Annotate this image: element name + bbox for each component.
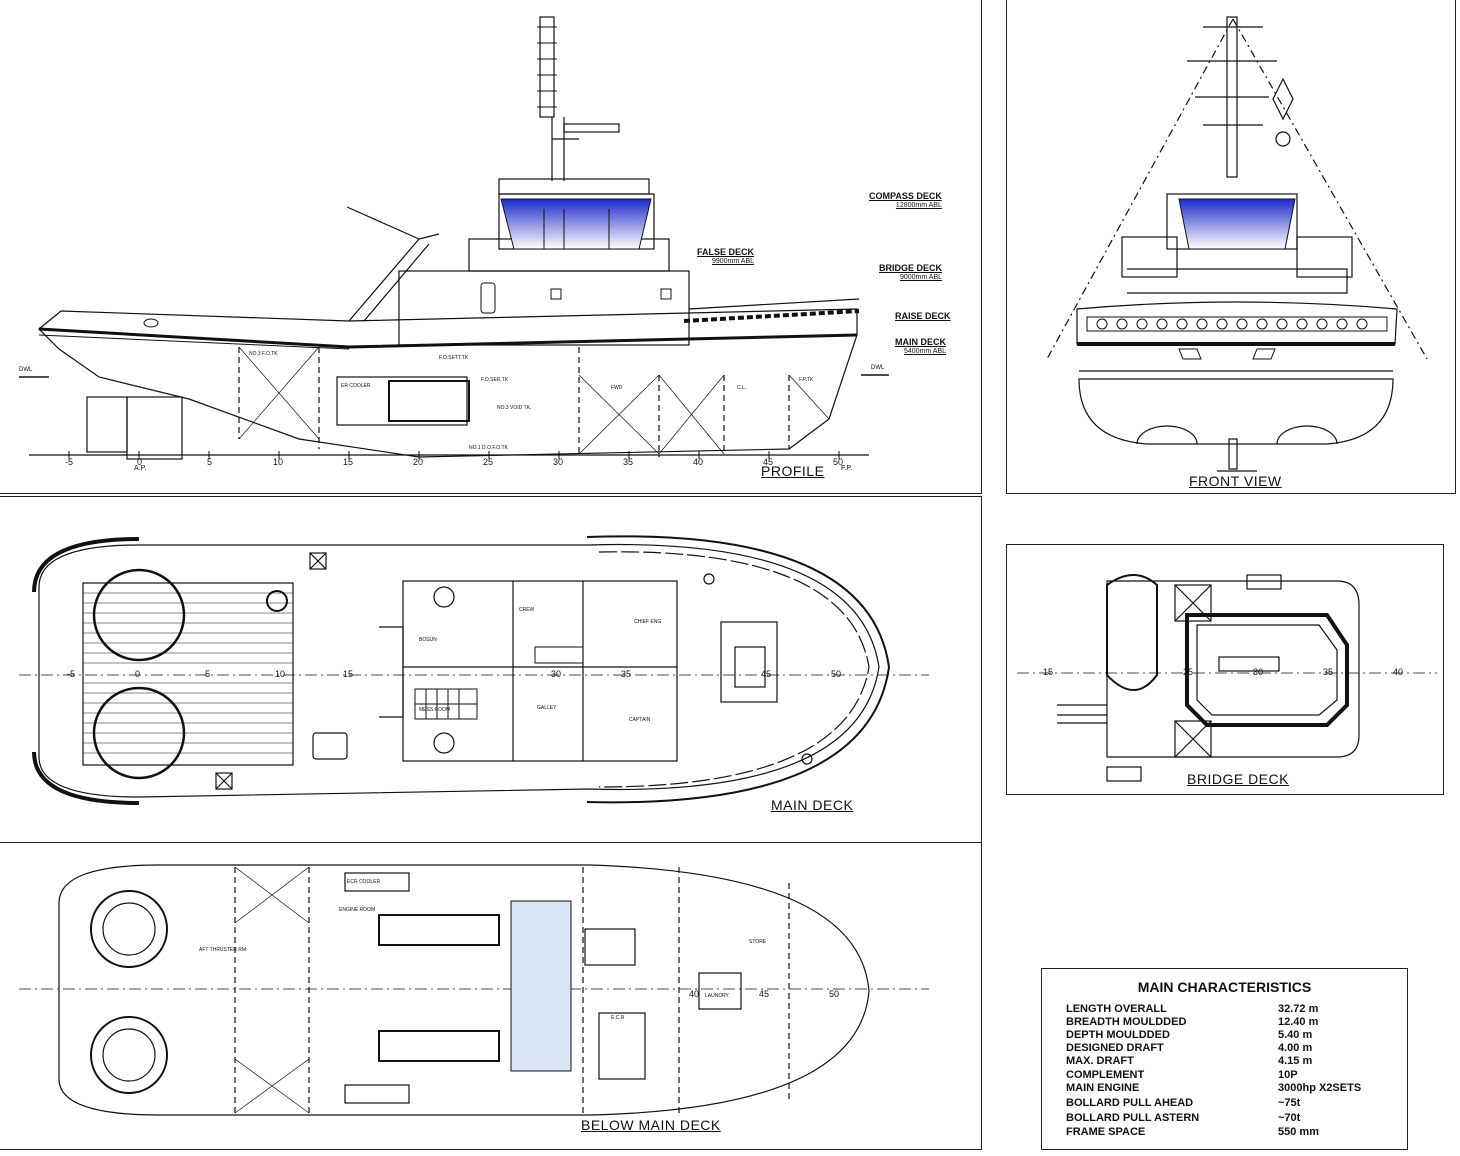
frame-label: 25	[483, 457, 494, 467]
bridge-deck-view: 15 25 30 35 40 BRIDGE DECK	[1006, 544, 1444, 795]
frame-label: 45	[761, 669, 772, 679]
frame-label: 0	[137, 457, 143, 467]
room-label: CAPTAIN	[629, 717, 651, 723]
frame-label: 30	[551, 669, 562, 679]
frame-label: 15	[343, 457, 354, 467]
frame-label: 20	[413, 457, 424, 467]
bridge-deck-label: BRIDGE DECK	[1187, 771, 1289, 787]
main-deck-view: -5 0 5 10 15 30 35 45 50 GALLEY MESS ROO…	[0, 496, 982, 844]
fp-mark: F.P.	[841, 465, 853, 472]
main-characteristics-title: MAIN CHARACTERISTICS	[1137, 979, 1312, 995]
frame-label: 35	[1323, 667, 1334, 677]
frame-label: 40	[689, 989, 700, 999]
frame-label: 30	[1253, 667, 1264, 677]
room-label: E.C.R	[611, 1015, 625, 1021]
profile-label: PROFILE	[761, 463, 825, 479]
room-label: BOSUN	[419, 637, 437, 643]
room-label: MESS ROOM	[419, 707, 451, 713]
profile-drawing	[19, 16, 889, 460]
room-label: LAUNDRY	[705, 993, 729, 999]
room-label: NO.3 F.O.TK	[249, 351, 278, 357]
frame-label: -5	[67, 669, 76, 679]
frame-label: 50	[831, 669, 842, 679]
below-main-deck-drawing	[19, 864, 929, 1116]
room-label: C.L.	[737, 385, 747, 391]
room-label: NO.1 D.O.F.O.TK	[469, 445, 508, 451]
frame-label: 40	[693, 457, 704, 467]
room-label: CREW	[519, 607, 535, 613]
frame-label: 0	[135, 669, 141, 679]
room-label: STORE	[749, 939, 767, 945]
room-label: AFT THRUSTER RM	[199, 947, 247, 953]
room-label: F.O.SER.TK	[481, 377, 509, 383]
frame-label: 15	[1043, 667, 1054, 677]
frame-label: 5	[205, 669, 211, 679]
frame-label: 15	[343, 669, 354, 679]
room-label: ER COOLER	[341, 383, 371, 389]
spec-row: BOLLARD PULL AHEAD~75t	[1066, 1097, 1301, 1109]
frame-label: 35	[621, 669, 632, 679]
room-label: F.O.SETT.TK	[439, 355, 469, 361]
room-label: ECR COOLER	[347, 879, 381, 885]
frame-label: 40	[1393, 667, 1404, 677]
frame-label: 45	[763, 457, 774, 467]
frame-label: 45	[759, 989, 770, 999]
frame-label: 5	[207, 457, 213, 467]
frame-label: 25	[1183, 667, 1194, 677]
spec-row: BOLLARD PULL ASTERN~70t	[1066, 1112, 1301, 1124]
room-label: GALLEY	[537, 705, 557, 711]
deck-note-raise: RAISE DECK	[895, 311, 951, 321]
frame-label: 35	[623, 457, 634, 467]
room-label: CHIEF ENG	[634, 619, 662, 625]
profile-view: -5 0 5 10 15 20 25 30 35 40 45 50 A.P. F…	[0, 0, 982, 494]
room-label: FWD	[611, 385, 623, 391]
below-main-deck-label: BELOW MAIN DECK	[581, 1117, 721, 1133]
frame-label: 30	[553, 457, 564, 467]
room-label: NO.3 VOID TK.	[497, 405, 532, 411]
dwl-mark: DWL	[19, 367, 33, 373]
bridge-deck-drawing	[1017, 574, 1437, 782]
frame-label: 10	[275, 669, 286, 679]
main-deck-label: MAIN DECK	[771, 797, 854, 813]
frame-label: 50	[829, 989, 840, 999]
frame-label: -5	[65, 457, 74, 467]
frame-label: 10	[273, 457, 284, 467]
frame-label: 50	[833, 457, 844, 467]
dwl-mark: DWL	[871, 365, 885, 371]
front-view: FRONT VIEW	[1006, 0, 1456, 494]
below-main-deck-view: 40 45 50 ENGINE ROOM AFT THRUSTER RM ECR…	[0, 842, 982, 1150]
ap-mark: A.P.	[134, 465, 147, 472]
front-drawing	[1046, 16, 1428, 472]
room-label: ENGINE ROOM	[339, 907, 376, 913]
main-deck-drawing	[19, 535, 929, 805]
front-view-label: FRONT VIEW	[1189, 473, 1282, 489]
room-label: F.P.TK	[799, 377, 814, 383]
